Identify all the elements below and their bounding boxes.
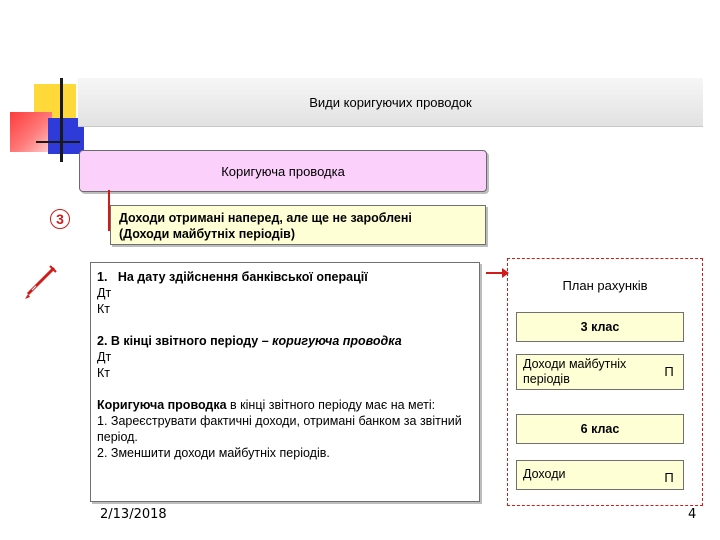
account-income-type: П bbox=[664, 469, 674, 485]
goal-item-2: 2. Зменшити доходи майбутніх періодів. bbox=[97, 446, 330, 460]
decor-horizontal-line bbox=[36, 141, 80, 143]
goal-rest: в кінці звітного періоду має на меті: bbox=[226, 398, 436, 412]
account-deferred-income-name: Доходи майбутніх періодів bbox=[523, 357, 627, 386]
step1-number: 1. bbox=[97, 270, 108, 284]
case-description-line2: (Доходи майбутніх періодів) bbox=[119, 227, 296, 241]
slide-title-text: Види коригуючих проводок bbox=[309, 94, 472, 110]
number-three-icon: 3 bbox=[50, 209, 70, 229]
account-deferred-income: Доходи майбутніх періодів П bbox=[516, 354, 684, 390]
decor-red-square bbox=[10, 112, 52, 152]
account-income: Доходи П bbox=[516, 460, 684, 490]
footer-date: 2/13/2018 bbox=[100, 507, 167, 522]
arrow-line bbox=[486, 272, 504, 274]
slide-title: Види коригуючих проводок bbox=[78, 78, 703, 127]
step2-emphasis: коригуюча проводка bbox=[272, 334, 402, 348]
goal-bold: Коригуюча проводка bbox=[97, 398, 227, 412]
case-marker-text: 3 bbox=[56, 211, 64, 227]
step2-lead: 2. В кінці звітного періоду – bbox=[97, 334, 273, 348]
step1-text: На дату здійснення банківської операції bbox=[117, 270, 368, 284]
chart-of-accounts-frame bbox=[507, 258, 703, 506]
decor-vertical-line bbox=[60, 78, 63, 162]
step1-line: 1. На дату здійснення банківської операц… bbox=[97, 269, 473, 285]
goal-item-1: 1. Зареєструвати фактичні доходи, отрима… bbox=[97, 414, 462, 444]
chart-of-accounts-title: План рахунків bbox=[562, 278, 648, 293]
arrow-right-icon bbox=[502, 268, 509, 278]
pen-icon bbox=[25, 265, 57, 299]
step2-line: 2. В кінці звітного періоду – коригуюча … bbox=[97, 333, 473, 349]
goal-line: Коригуюча проводка в кінці звітного пері… bbox=[97, 397, 473, 413]
step1-credit: Кт bbox=[97, 302, 111, 316]
case-description-line1: Доходи отримані наперед, але ще не зароб… bbox=[119, 211, 412, 225]
step2-debit: Дт bbox=[97, 350, 112, 364]
step2-credit: Кт bbox=[97, 366, 111, 380]
account-income-name: Доходи bbox=[523, 467, 566, 481]
case-description: Доходи отримані наперед, але ще не зароб… bbox=[110, 205, 486, 245]
account-deferred-income-type: П bbox=[664, 363, 674, 379]
class-3-box: 3 клас bbox=[516, 312, 684, 342]
adjusting-entry-header: Коригуюча проводка bbox=[79, 150, 487, 192]
step1-debit: Дт bbox=[97, 286, 112, 300]
class-6-label: 6 клас bbox=[580, 422, 620, 436]
connector-line bbox=[108, 190, 110, 230]
class-3-label: 3 клас bbox=[580, 320, 620, 334]
page-number: 4 bbox=[688, 507, 697, 522]
adjusting-entry-header-text: Коригуюча проводка bbox=[221, 163, 345, 179]
entries-box: 1. На дату здійснення банківської операц… bbox=[90, 262, 480, 502]
class-6-box: 6 клас bbox=[516, 414, 684, 444]
